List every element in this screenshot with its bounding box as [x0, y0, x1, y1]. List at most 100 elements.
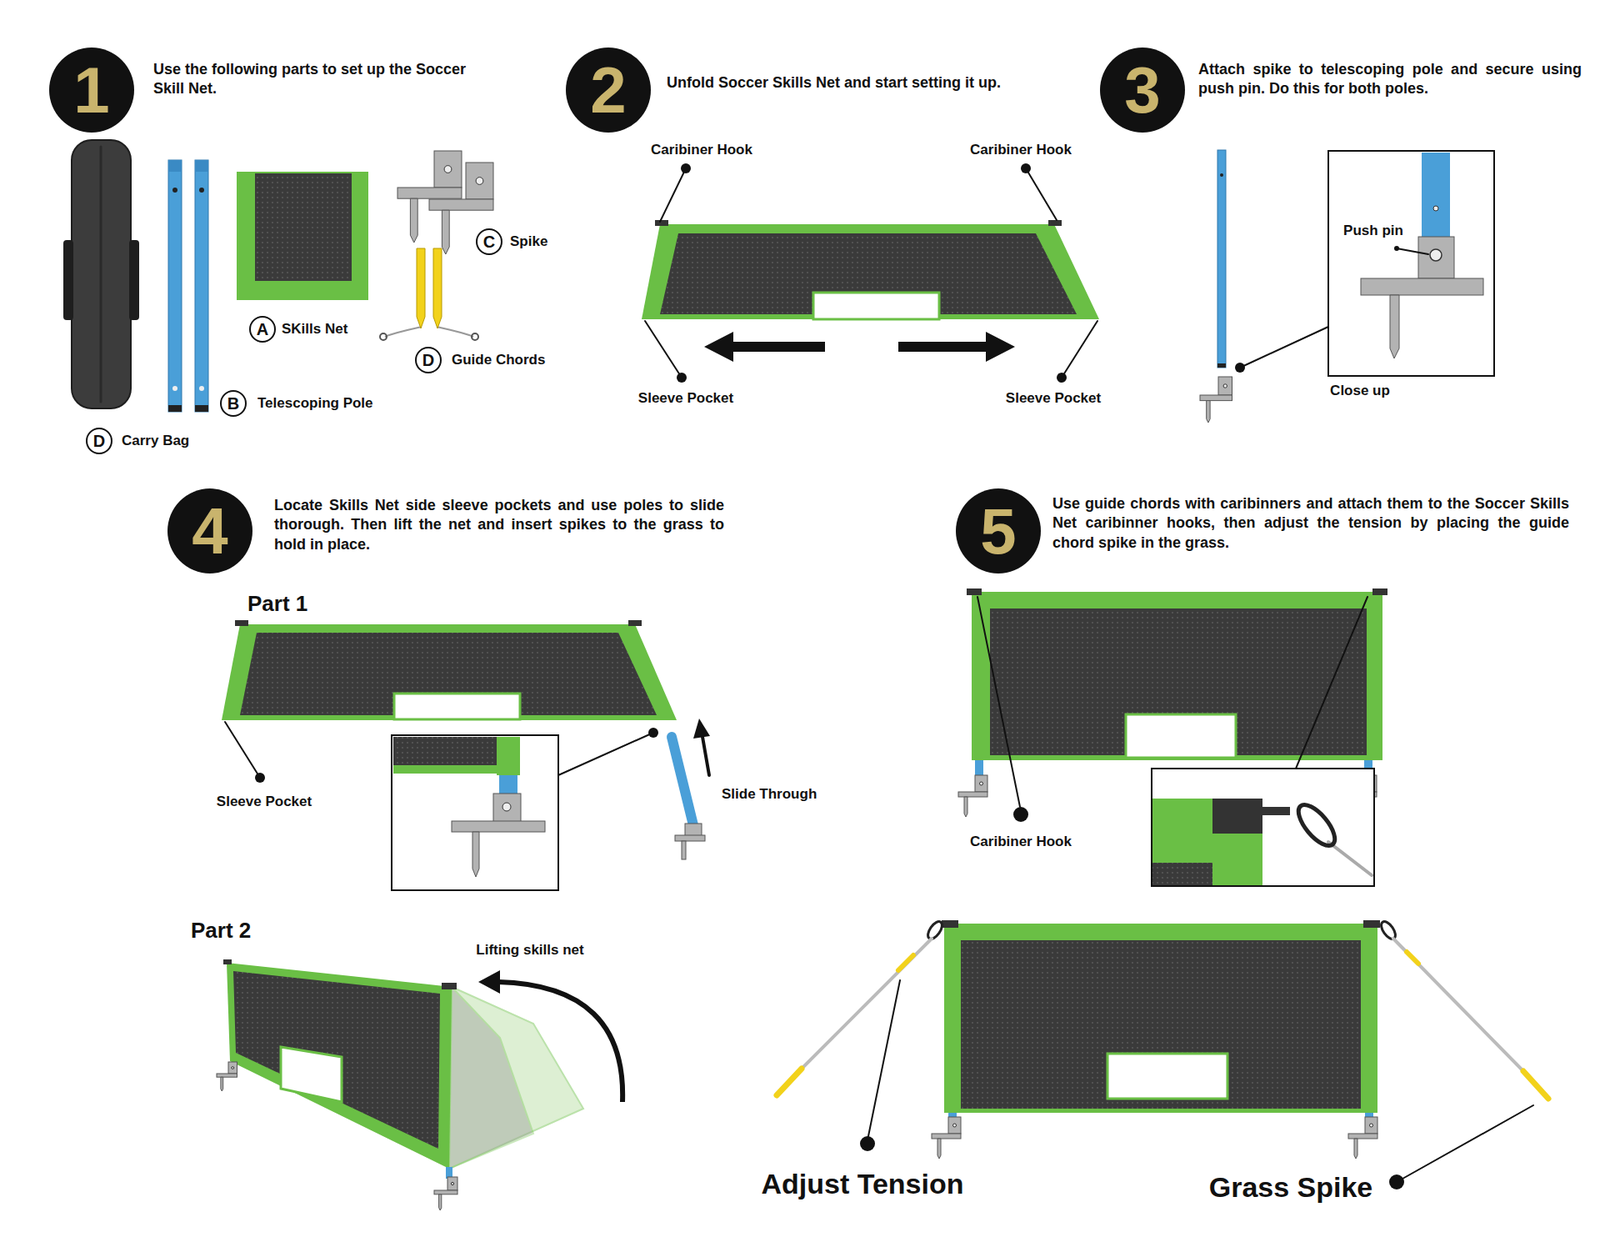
instruction-text: Unfold Soccer Skills Net and start setti… [666, 73, 1084, 93]
spike-bracket [434, 150, 462, 188]
close-up-frame [1328, 150, 1495, 376]
leader-dot [648, 727, 659, 738]
guide-spike [416, 248, 425, 329]
net-mesh [1152, 862, 1213, 885]
caribiner-hook [1363, 920, 1380, 928]
guide-spike [433, 248, 442, 329]
lift-arrow [498, 981, 623, 1102]
spike-pin [964, 796, 968, 817]
leader-line [1061, 320, 1098, 378]
part-label: Sleeve Pocket [216, 792, 312, 811]
skills-net [226, 962, 452, 1169]
step-number: 3 [1100, 47, 1185, 133]
bag-zipper [100, 146, 103, 402]
node-text: A [256, 320, 269, 338]
spike-pin [410, 198, 418, 243]
spike-bracket [1365, 1116, 1378, 1134]
telescoping-pole [195, 160, 209, 412]
push-pin [1370, 1123, 1374, 1127]
push-pin [1223, 384, 1227, 388]
part-label: Guide Chords [451, 350, 545, 370]
telescoping-pole [975, 760, 984, 777]
spike-pin [441, 210, 450, 255]
leader-line [1240, 326, 1329, 368]
pole-hole [199, 385, 205, 391]
guide-cord [801, 938, 932, 1069]
node-text: 4 [191, 498, 228, 564]
part-label: Adjust Tension [760, 1165, 964, 1202]
caribiner [1292, 799, 1341, 852]
pole-cap [168, 405, 182, 412]
leader-line [558, 732, 654, 775]
spike-plate [1200, 395, 1233, 401]
leader-line [1025, 168, 1057, 220]
node-text: 3 [1124, 57, 1160, 123]
net-target-hole [1125, 714, 1236, 758]
spike-bracket [493, 793, 521, 822]
skills-net [236, 171, 369, 300]
part-label: Caribiner Hook [970, 140, 1072, 160]
step-number: 5 [955, 488, 1041, 574]
spike-plate [216, 1073, 238, 1077]
leader-dot [1235, 362, 1245, 373]
caribiner [925, 919, 945, 942]
spike-bracket [465, 162, 494, 200]
leader-line [225, 721, 260, 778]
pole-cap [195, 405, 209, 412]
lifting-net-ghost [449, 986, 584, 1169]
node-text: 2 [590, 57, 626, 123]
node-text: D [93, 432, 105, 450]
spike-pin [439, 1194, 442, 1210]
cord-hook [471, 333, 479, 340]
caribiner-hook [235, 620, 249, 626]
spike-bracket [447, 1176, 458, 1190]
pole-tip [168, 160, 182, 172]
pole-hole [172, 187, 178, 193]
spike-pin [220, 1076, 224, 1091]
push-pin [980, 781, 984, 785]
pole-cap [1217, 363, 1226, 368]
part-label: Sleeve Pocket [1005, 389, 1101, 408]
caribiner-hook [1372, 588, 1388, 595]
step-number: 2 [565, 47, 651, 133]
caribiner-hook [1261, 806, 1290, 815]
pole-hole [1220, 173, 1224, 177]
spike-plate [451, 820, 545, 832]
leader-line [1396, 1105, 1534, 1182]
push-pin [231, 1066, 235, 1070]
carry-bag [71, 140, 131, 409]
net-target-hole [394, 693, 520, 720]
spike-plate [958, 791, 988, 797]
node-text: D [422, 351, 435, 369]
net-mesh [960, 940, 1361, 1109]
leader-dot [1013, 806, 1029, 822]
skills-net [944, 923, 1378, 1113]
net-mesh [233, 970, 440, 1149]
callout-letter: D [415, 346, 442, 374]
spike-plate [434, 1190, 458, 1195]
spike-bracket [948, 1116, 961, 1134]
part-label: Part 2 [190, 916, 251, 945]
part-label: Caribiner Hook [650, 140, 753, 160]
part-label: Telescoping Pole [257, 394, 374, 413]
caribiner-hook [1048, 220, 1062, 226]
leader-dot [680, 163, 691, 174]
caribiner-hook [1212, 798, 1263, 834]
node-text: 1 [73, 57, 110, 123]
telescoping-pole [1421, 152, 1450, 245]
part-label: Lifting skills net [475, 940, 584, 960]
guide-cord [436, 326, 474, 337]
telescoping-pole [499, 775, 518, 794]
spike-pin [681, 840, 686, 860]
push-pin [444, 165, 452, 174]
push-pin [502, 802, 511, 811]
caribiner-hook [966, 588, 982, 595]
leader-line [1396, 248, 1429, 255]
leader-line [1295, 596, 1368, 769]
leader-line [867, 980, 900, 1140]
leader-dot [1389, 1174, 1405, 1190]
push-pin [450, 1181, 454, 1185]
caribiner-hook [628, 620, 642, 626]
